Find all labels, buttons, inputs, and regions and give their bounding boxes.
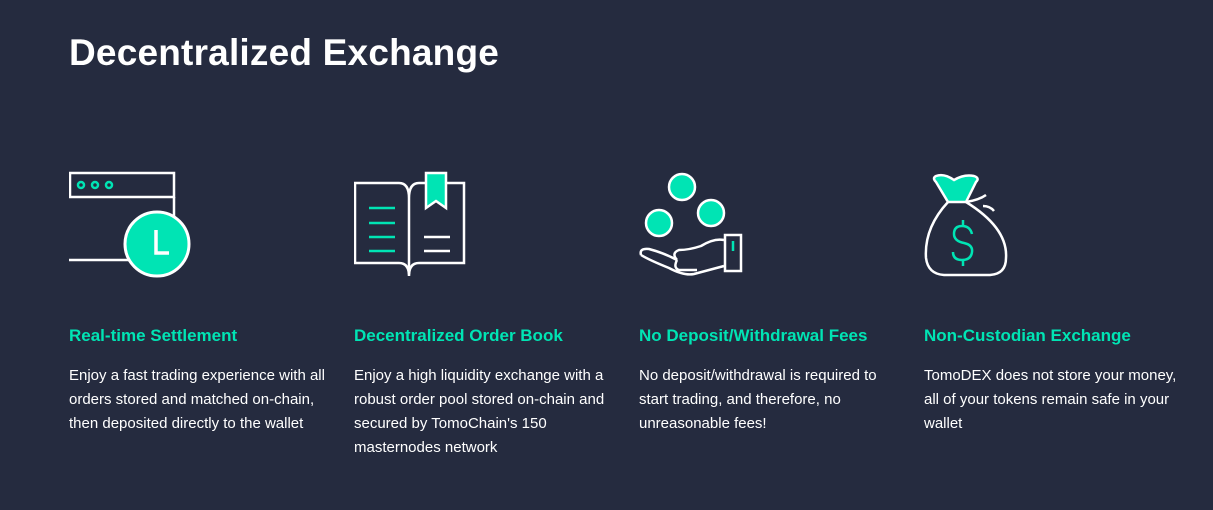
page-title: Decentralized Exchange — [69, 32, 500, 73]
feature-description: Enjoy a high liquidity exchange with a r… — [354, 367, 605, 456]
feature-description: Enjoy a fast trading experience with all… — [69, 367, 325, 432]
open-book-icon — [354, 171, 466, 277]
feature-title: Real-time Settlement — [69, 326, 238, 345]
feature-no-fees: No Deposit/Withdrawal Fees No deposit/wi… — [639, 168, 909, 432]
feature-non-custodian: Non-Custodian Exchange TomoDEX does not … — [924, 168, 1194, 432]
feature-title: Non-Custodian Exchange — [924, 326, 1131, 345]
feature-decentralized-order-book: Decentralized Order Book Enjoy a high li… — [354, 168, 624, 456]
feature-title: No Deposit/Withdrawal Fees — [639, 326, 868, 345]
money-bag-icon — [924, 173, 1008, 277]
feature-description: No deposit/withdrawal is required to sta… — [639, 367, 877, 432]
hand-coins-icon — [639, 172, 743, 276]
feature-title: Decentralized Order Book — [354, 326, 563, 345]
feature-real-time-settlement: Real-time Settlement Enjoy a fast tradin… — [69, 168, 339, 432]
feature-description: TomoDEX does not store your money, all o… — [924, 367, 1177, 432]
browser-clock-icon — [69, 171, 191, 278]
